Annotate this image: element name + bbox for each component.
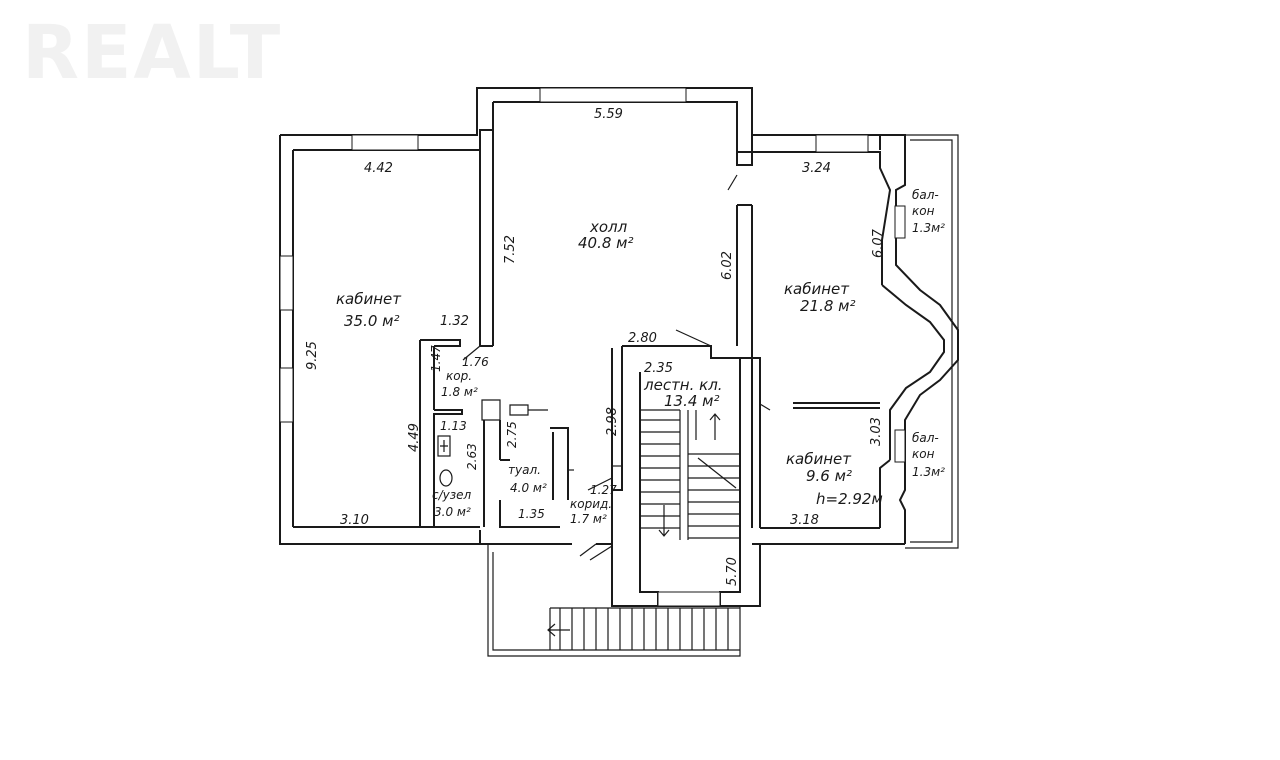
balcony-bottom-line2: кон: [912, 447, 935, 461]
dim-9-25: 9.25: [305, 341, 320, 370]
dimension-labels: 4.42 5.59 3.24 1.32 1.76 2.80 2.35 1.13 …: [305, 107, 886, 586]
dim-1-76: 1.76: [462, 355, 489, 369]
room-name-corridor-small: кор.: [446, 369, 472, 383]
room-labels: кабинет 35.0 м² холл 40.8 м² кабинет 21.…: [336, 188, 945, 526]
dim-1-35: 1.35: [518, 507, 545, 521]
dim-1-27: 1.27: [590, 483, 617, 497]
dim-1-47: 1.47: [429, 345, 443, 372]
room-area-cabinet-small: 9.6 м²: [806, 467, 852, 485]
dim-3-24: 3.24: [802, 161, 831, 176]
room-name-cabinet-left: кабинет: [336, 290, 402, 308]
dim-5-59: 5.59: [594, 107, 623, 122]
realt-watermark: REALT: [22, 10, 282, 96]
balcony-top-area: 1.3м²: [912, 221, 945, 235]
dim-1-32: 1.32: [440, 314, 469, 329]
room-name-cabinet-small: кабинет: [786, 450, 852, 468]
dim-7-52: 7.52: [503, 235, 518, 264]
dim-2-63: 2.63: [465, 443, 479, 470]
room-height-cabinet-small: h=2.92м: [816, 490, 883, 508]
balcony-bottom-line1: бал-: [912, 431, 939, 445]
dim-3-03: 3.03: [869, 417, 884, 446]
room-area-cabinet-left: 35.0 м²: [344, 312, 400, 330]
room-area-bathroom: 3.0 м²: [434, 505, 471, 519]
dim-4-49: 4.49: [407, 423, 422, 452]
room-name-hall: холл: [589, 218, 628, 236]
room-name-toilet: туал.: [508, 463, 541, 477]
room-area-stairwell: 13.4 м²: [664, 392, 720, 410]
room-area-corridor-small: 1.8 м²: [441, 385, 478, 399]
room-area-toilet: 4.0 м²: [510, 481, 547, 495]
dim-5-70: 5.70: [725, 557, 740, 586]
balcony-top-line1: бал-: [912, 188, 939, 202]
dim-6-07: 6.07: [871, 228, 886, 258]
room-name-corridor: корид.: [570, 497, 612, 511]
dim-4-42: 4.42: [364, 161, 393, 176]
stairwell-steps: [487, 409, 741, 657]
dim-2-75: 2.75: [505, 421, 519, 448]
interior-walls: [419, 130, 880, 561]
balcony-top-line2: кон: [912, 204, 935, 218]
balcony-bottom-area: 1.3м²: [912, 465, 945, 479]
dim-6-02: 6.02: [720, 251, 735, 280]
dim-2-80: 2.80: [628, 331, 657, 346]
room-name-stairwell: лестн. кл.: [643, 376, 723, 394]
room-area-corridor: 1.7 м²: [570, 512, 607, 526]
dim-2-35: 2.35: [644, 361, 673, 376]
windows: [279, 87, 906, 607]
room-name-cabinet-right: кабинет: [784, 280, 850, 298]
room-name-bathroom: с/узел: [432, 488, 472, 502]
dim-3-10: 3.10: [340, 513, 369, 528]
room-area-hall: 40.8 м²: [578, 234, 634, 252]
dim-3-18: 3.18: [790, 513, 819, 528]
dim-1-13: 1.13: [440, 419, 467, 433]
room-area-cabinet-right: 21.8 м²: [800, 297, 856, 315]
dim-2-98: 2.98: [605, 407, 620, 436]
bathroom-fixtures: [437, 435, 453, 487]
